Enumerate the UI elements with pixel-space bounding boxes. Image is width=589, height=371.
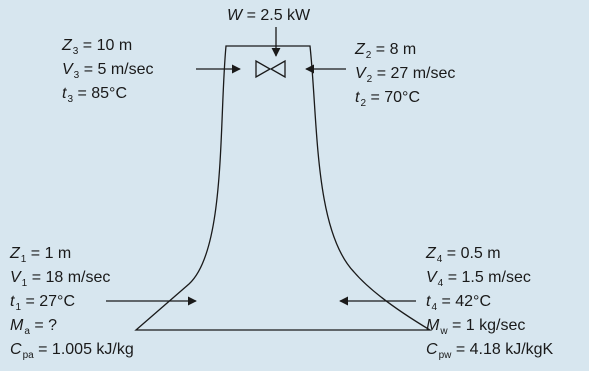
t4-subscript: 4 bbox=[431, 302, 438, 313]
t3-label: t3 = 85°C bbox=[62, 84, 127, 109]
cpw-label: Cpw = 4.18 kJ/kgK bbox=[426, 340, 553, 365]
z2-subscript: 2 bbox=[365, 50, 372, 61]
ma-subscript: a bbox=[24, 326, 30, 337]
cpa-symbol: C bbox=[10, 341, 22, 358]
t3-subscript: 3 bbox=[67, 94, 74, 105]
v2-label: V2 = 27 m/sec bbox=[355, 64, 455, 89]
cpw-value: = 4.18 kJ/kgK bbox=[455, 341, 554, 358]
t2-value: = 70°C bbox=[370, 89, 421, 106]
v3-symbol: V bbox=[62, 61, 73, 78]
z3-symbol: Z bbox=[62, 37, 72, 54]
v4-subscript: 4 bbox=[437, 278, 444, 289]
ma-label: Ma = ? bbox=[10, 316, 57, 341]
v3-label: V3 = 5 m/sec bbox=[62, 60, 154, 85]
z4-value: = 0.5 m bbox=[446, 245, 501, 262]
t3-value: = 85°C bbox=[77, 85, 128, 102]
v4-symbol: V bbox=[426, 269, 437, 286]
z1-value: = 1 m bbox=[30, 245, 72, 262]
v3-subscript: 3 bbox=[73, 70, 80, 81]
t1-symbol: t bbox=[10, 293, 15, 310]
cpa-label: Cpa = 1.005 kJ/kg bbox=[10, 340, 134, 365]
z2-symbol: Z bbox=[355, 41, 365, 58]
v1-subscript: 1 bbox=[21, 278, 28, 289]
t1-subscript: 1 bbox=[15, 302, 22, 313]
t2-subscript: 2 bbox=[360, 98, 367, 109]
z2-value: = 8 m bbox=[375, 41, 417, 58]
valve-right-triangle bbox=[269, 59, 286, 79]
z2-label: Z2 = 8 m bbox=[355, 40, 416, 65]
valve-left-triangle bbox=[255, 59, 272, 79]
v4-value: = 1.5 m/sec bbox=[447, 269, 531, 286]
z4-subscript: 4 bbox=[436, 254, 443, 265]
t2-label: t2 = 70°C bbox=[355, 88, 420, 113]
z4-label: Z4 = 0.5 m bbox=[426, 244, 501, 269]
cpa-value: = 1.005 kJ/kg bbox=[38, 341, 134, 358]
t3-symbol: t bbox=[62, 85, 67, 102]
work-symbol: W bbox=[227, 7, 243, 24]
t1-label: t1 = 27°C bbox=[10, 292, 75, 317]
v2-symbol: V bbox=[355, 65, 366, 82]
ma-symbol: M bbox=[10, 317, 24, 334]
z1-label: Z1 = 1 m bbox=[10, 244, 71, 269]
work-label: W = 2.5 kW bbox=[227, 6, 310, 25]
z4-symbol: Z bbox=[426, 245, 436, 262]
z1-symbol: Z bbox=[10, 245, 20, 262]
cpw-symbol: C bbox=[426, 341, 438, 358]
t4-label: t4 = 42°C bbox=[426, 292, 491, 317]
mw-symbol: M bbox=[426, 317, 440, 334]
z1-subscript: 1 bbox=[20, 254, 27, 265]
v3-value: = 5 m/sec bbox=[83, 61, 154, 78]
v4-label: V4 = 1.5 m/sec bbox=[426, 268, 531, 293]
mw-value: = 1 kg/sec bbox=[452, 317, 526, 334]
v2-value: = 27 m/sec bbox=[376, 65, 456, 82]
t1-value: = 27°C bbox=[25, 293, 76, 310]
cpw-subscript: pw bbox=[438, 350, 452, 361]
work-value: = 2.5 kW bbox=[246, 7, 311, 24]
mw-label: Mw = 1 kg/sec bbox=[426, 316, 525, 341]
z3-subscript: 3 bbox=[72, 46, 79, 57]
t4-value: = 42°C bbox=[441, 293, 492, 310]
v1-value: = 18 m/sec bbox=[31, 269, 111, 286]
v2-subscript: 2 bbox=[366, 74, 373, 85]
v1-label: V1 = 18 m/sec bbox=[10, 268, 110, 293]
cpa-subscript: pa bbox=[22, 350, 34, 361]
t2-symbol: t bbox=[355, 89, 360, 106]
mw-subscript: w bbox=[440, 326, 448, 337]
v1-symbol: V bbox=[10, 269, 21, 286]
ma-value: = ? bbox=[34, 317, 58, 334]
z3-label: Z3 = 10 m bbox=[62, 36, 132, 61]
t4-symbol: t bbox=[426, 293, 431, 310]
z3-value: = 10 m bbox=[82, 37, 133, 54]
tower-outline bbox=[134, 45, 433, 331]
